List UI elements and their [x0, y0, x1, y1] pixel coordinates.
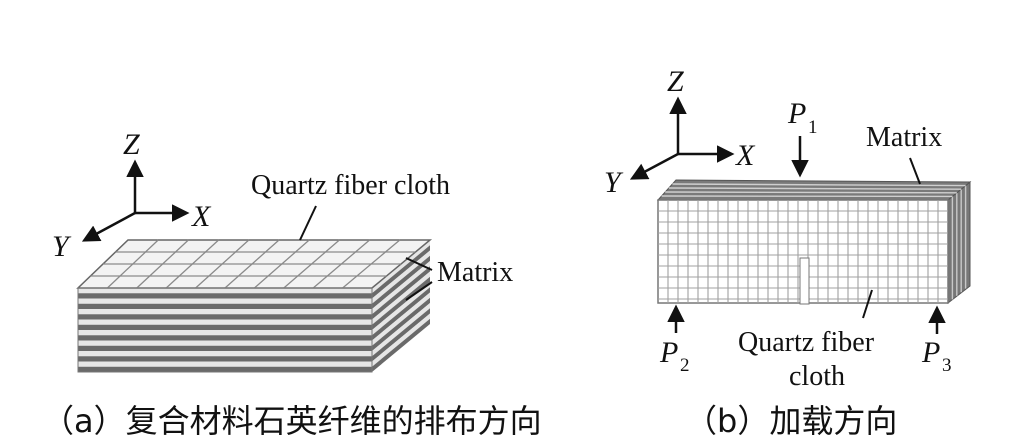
- front-light-band: [78, 309, 372, 315]
- front-dark-band: [78, 345, 372, 351]
- fiber-label-b-line2: cloth: [789, 361, 845, 392]
- load-p2-letter: P: [659, 336, 678, 369]
- plate-front-grid: [658, 200, 948, 303]
- side-face-stripes: [372, 240, 430, 372]
- side-band: [372, 266, 430, 320]
- load-p3-sub: 3: [942, 355, 952, 376]
- axis-x-label-b: X: [735, 139, 756, 172]
- matrix-label-b: Matrix: [866, 122, 942, 153]
- plate-top-layers: [661, 183, 966, 198]
- axis-z-label-a: Z: [123, 128, 140, 161]
- laminate-plate-b: [656, 179, 972, 305]
- side-band: [372, 276, 430, 330]
- front-dark-band: [78, 366, 372, 372]
- side-band: [372, 245, 430, 299]
- side-band: [372, 282, 430, 336]
- front-light-band: [78, 330, 372, 336]
- front-dark-band: [78, 293, 372, 299]
- axis-x-label-a: X: [191, 200, 212, 233]
- fiber-cloth-label-a: Quartz fiber cloth: [251, 170, 450, 201]
- side-band: [372, 250, 430, 304]
- panel-b: Z X Y P 1 P 2 P 3 Matrix Quartz fiber: [604, 65, 972, 440]
- front-dark-band: [78, 324, 372, 330]
- front-dark-band: [78, 314, 372, 320]
- plate-side-face: [947, 180, 971, 305]
- fiber-leader-b: [862, 289, 873, 319]
- front-light-band: [78, 319, 372, 325]
- matrix-leader-a-1: [405, 257, 433, 271]
- front-light-band: [78, 361, 372, 367]
- block-outline: [77, 287, 373, 373]
- fiber-label-b-line1: Quartz fiber: [738, 327, 875, 358]
- front-light-band: [78, 351, 372, 357]
- front-dark-band: [78, 303, 372, 309]
- front-light-band: [78, 298, 372, 304]
- layered-block-a: [76, 239, 433, 373]
- front-dark-band: [78, 356, 372, 362]
- axis-y-a: [81, 211, 136, 242]
- matrix-leader-a-2: [405, 281, 433, 301]
- side-band: [372, 261, 430, 315]
- axes-b: [629, 96, 735, 180]
- axes-a: [81, 159, 190, 242]
- load-p1-sub: 1: [808, 117, 818, 138]
- side-band: [372, 303, 430, 357]
- load-p2-sub: 2: [680, 355, 690, 376]
- top-layer-line: [665, 191, 957, 194]
- front-face-stripes: [78, 288, 372, 372]
- matrix-leader-b: [909, 157, 921, 185]
- side-band: [372, 297, 430, 351]
- side-band: [372, 240, 430, 294]
- plate-side-layers: [951, 185, 967, 300]
- side-band: [372, 318, 430, 372]
- side-band: [372, 313, 430, 367]
- side-band: [372, 292, 430, 346]
- top-layer-line: [668, 187, 962, 190]
- front-light-band: [78, 288, 372, 294]
- side-band: [372, 287, 430, 341]
- load-p1-letter: P: [787, 97, 806, 130]
- side-band: [372, 255, 430, 309]
- axis-y-b: [629, 152, 679, 180]
- fiber-leader-a: [299, 205, 317, 241]
- plate-notch: [799, 257, 810, 305]
- panel-a: Z X Y Quartz fiber cloth Matrix （a）复合材料石…: [42, 128, 542, 440]
- top-face-grid: [90, 239, 416, 289]
- axis-y-label-a: Y: [52, 230, 72, 263]
- load-p3-letter: P: [921, 336, 940, 369]
- matrix-label-a: Matrix: [437, 257, 513, 288]
- side-band: [372, 308, 430, 362]
- axis-z-label-b: Z: [667, 65, 684, 98]
- caption-b: （b）加载方向: [685, 402, 897, 440]
- front-light-band: [78, 340, 372, 346]
- axis-y-label-b: Y: [604, 166, 624, 199]
- caption-a: （a）复合材料石英纤维的排布方向: [42, 402, 542, 440]
- side-band: [372, 271, 430, 325]
- front-dark-band: [78, 335, 372, 341]
- top-layer-line: [672, 183, 966, 187]
